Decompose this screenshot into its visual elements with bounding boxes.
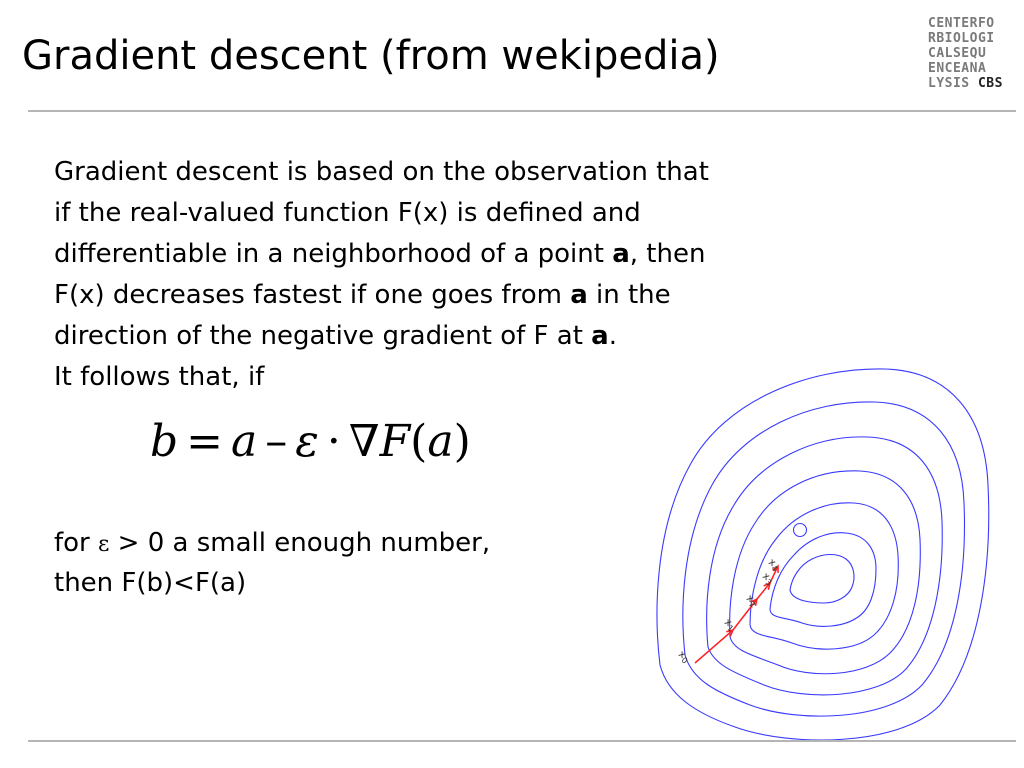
title-divider: [28, 110, 1016, 112]
contour-line: [706, 436, 943, 696]
formula-a: a: [231, 416, 258, 467]
conclusion-line: for ε > 0 a small enough number,: [54, 524, 490, 564]
step-label: x4: [765, 557, 782, 574]
slide-title: Gradient descent (from wekipedia): [22, 33, 720, 79]
point-a: a: [612, 239, 630, 269]
footer-divider: [28, 740, 1016, 742]
logo-cbs: CBS: [977, 76, 1003, 91]
body-line: differentiable in a neighborhood of a po…: [54, 234, 884, 275]
logo-line-last: LYSIS CBS: [928, 76, 1003, 91]
step-label: x0: [675, 649, 692, 666]
cbs-logo: CENTERFO RBIOLOGI CALSEQU ENCEANA LYSIS …: [928, 16, 1003, 91]
logo-lysis: LYSIS: [928, 76, 978, 91]
body-line-text: direction of the negative gradient of F …: [54, 321, 592, 351]
logo-line: ENCEANA: [928, 61, 987, 76]
conclusion-text: for: [54, 528, 99, 558]
logo-line: CALSEQU: [928, 46, 987, 61]
contour-minimum: [792, 522, 808, 538]
body-paragraph: Gradient descent is based on the observa…: [54, 152, 884, 398]
formula-close-paren: ): [453, 416, 471, 467]
update-formula: b=a–ε·∇F(a): [150, 414, 471, 470]
conclusion-line: then F(b)<F(a): [54, 568, 247, 598]
conclusion-text: > 0 a small enough number,: [109, 528, 491, 558]
logo-line: RBIOLOGI: [928, 31, 995, 46]
contour-line: [749, 502, 899, 650]
step-label: x1: [721, 617, 738, 634]
step-label: x2: [743, 593, 760, 610]
formula-nabla: ∇: [348, 416, 380, 467]
point-a: a: [570, 280, 588, 310]
body-line-text: in the: [587, 280, 671, 310]
descent-step: [756, 582, 771, 600]
point-a: a: [591, 321, 609, 351]
body-line-text: .: [608, 321, 617, 351]
descent-path: [694, 564, 779, 664]
formula-b: b: [150, 416, 179, 467]
body-line-text: F(x) decreases fastest if one goes from: [54, 280, 571, 310]
body-line: It follows that, if: [54, 362, 265, 392]
epsilon-symbol: ε: [98, 532, 110, 557]
step-label: x3: [759, 571, 776, 588]
logo-line: CENTERFO: [928, 16, 995, 31]
descent-arrowhead: [772, 564, 779, 574]
contour-line: [729, 470, 921, 675]
body-line: if the real-valued function F(x) is defi…: [54, 198, 641, 228]
body-line: direction of the negative gradient of F …: [54, 316, 884, 357]
body-line-text: , then: [629, 239, 706, 269]
contour-line: [682, 401, 965, 717]
formula-equals: =: [186, 416, 224, 467]
descent-step: [769, 565, 779, 584]
formula-open-paren: (: [410, 416, 428, 467]
contour-line: [656, 368, 990, 740]
formula-epsilon: ε: [295, 416, 319, 467]
contour-line: [769, 532, 877, 627]
body-line: F(x) decreases fastest if one goes from …: [54, 275, 884, 316]
formula-minus: –: [265, 416, 288, 467]
formula-dot: ·: [326, 416, 341, 467]
body-line: Gradient descent is based on the observa…: [54, 157, 709, 187]
descent-step: [732, 598, 758, 631]
body-line-text: differentiable in a neighborhood of a po…: [54, 239, 613, 269]
formula-a-arg: a: [427, 416, 454, 467]
formula-F: F: [379, 416, 411, 467]
descent-step: [694, 629, 734, 664]
conclusion-paragraph: for ε > 0 a small enough number, then F(…: [54, 524, 490, 602]
contour-line: [789, 553, 855, 604]
